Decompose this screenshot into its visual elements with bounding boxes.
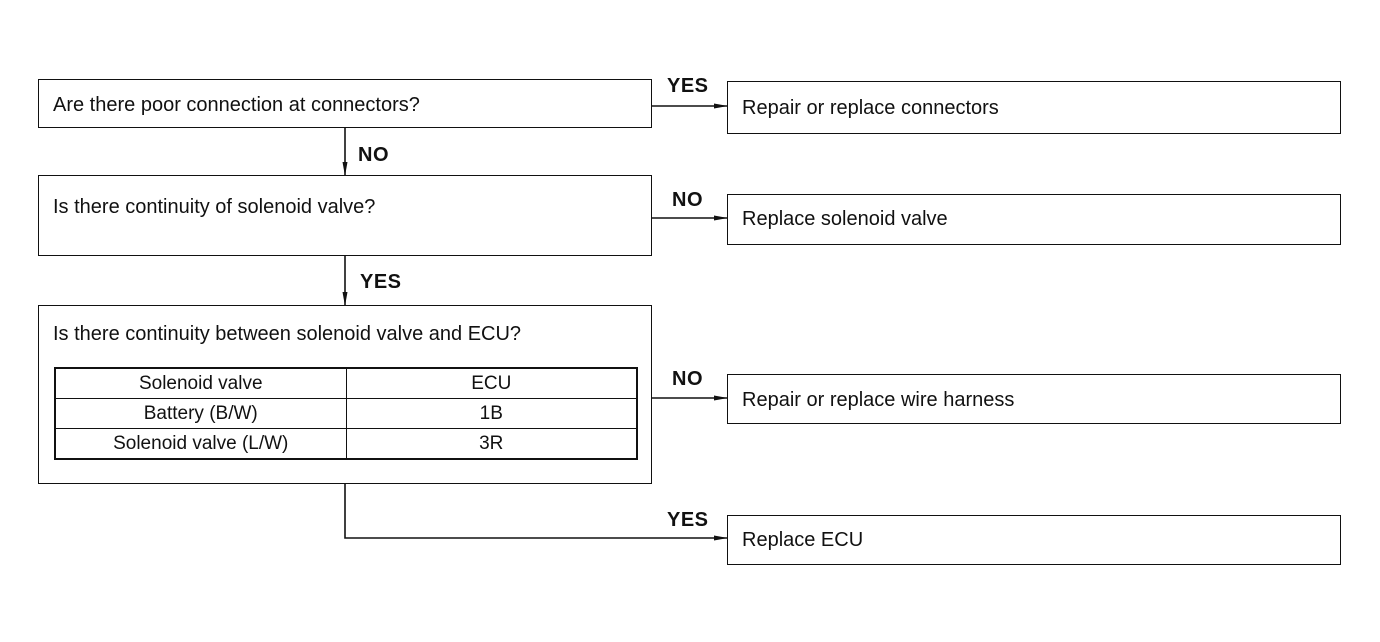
question-text: Is there continuity of solenoid valve? — [53, 196, 376, 218]
action-text: Replace solenoid valve — [742, 208, 948, 230]
arrow-q3-yes — [344, 484, 728, 541]
question-text: Are there poor connection at connectors? — [53, 94, 420, 116]
question-text: Is there continuity between solenoid val… — [53, 323, 522, 345]
action-text: Repair or replace wire harness — [742, 389, 1015, 411]
label-yes: YES — [360, 271, 402, 293]
label-yes: YES — [667, 509, 709, 531]
question-box-solenoid-continuity: Is there continuity of solenoid valve? — [38, 175, 652, 256]
table-header-row: Solenoid valve ECU — [54, 367, 638, 399]
action-box-repair-connectors: Repair or replace connectors — [727, 81, 1341, 134]
question-box-connectors: Are there poor connection at connectors? — [38, 79, 652, 128]
table-cell: Solenoid valve — [54, 367, 347, 399]
action-box-repair-harness: Repair or replace wire harness — [727, 374, 1341, 424]
label-no: NO — [358, 144, 389, 166]
table-row: Battery (B/W) 1B — [54, 398, 638, 429]
table-cell: Battery (B/W) — [54, 398, 347, 429]
label-no: NO — [672, 189, 703, 211]
table-row: Solenoid valve (L/W) 3R — [54, 428, 638, 460]
table-cell: Solenoid valve (L/W) — [54, 428, 347, 460]
question-box-solenoid-ecu-continuity: Is there continuity between solenoid val… — [38, 305, 652, 484]
action-box-replace-solenoid: Replace solenoid valve — [727, 194, 1341, 245]
action-box-replace-ecu: Replace ECU — [727, 515, 1341, 565]
table-cell: ECU — [345, 367, 638, 399]
label-yes: YES — [667, 75, 709, 97]
table-cell: 1B — [345, 398, 638, 429]
continuity-table: Solenoid valve ECU Battery (B/W) 1B Sole… — [54, 367, 638, 460]
action-text: Replace ECU — [742, 529, 864, 551]
action-text: Repair or replace connectors — [742, 97, 999, 119]
label-no: NO — [672, 368, 703, 390]
table-cell: 3R — [345, 428, 638, 460]
